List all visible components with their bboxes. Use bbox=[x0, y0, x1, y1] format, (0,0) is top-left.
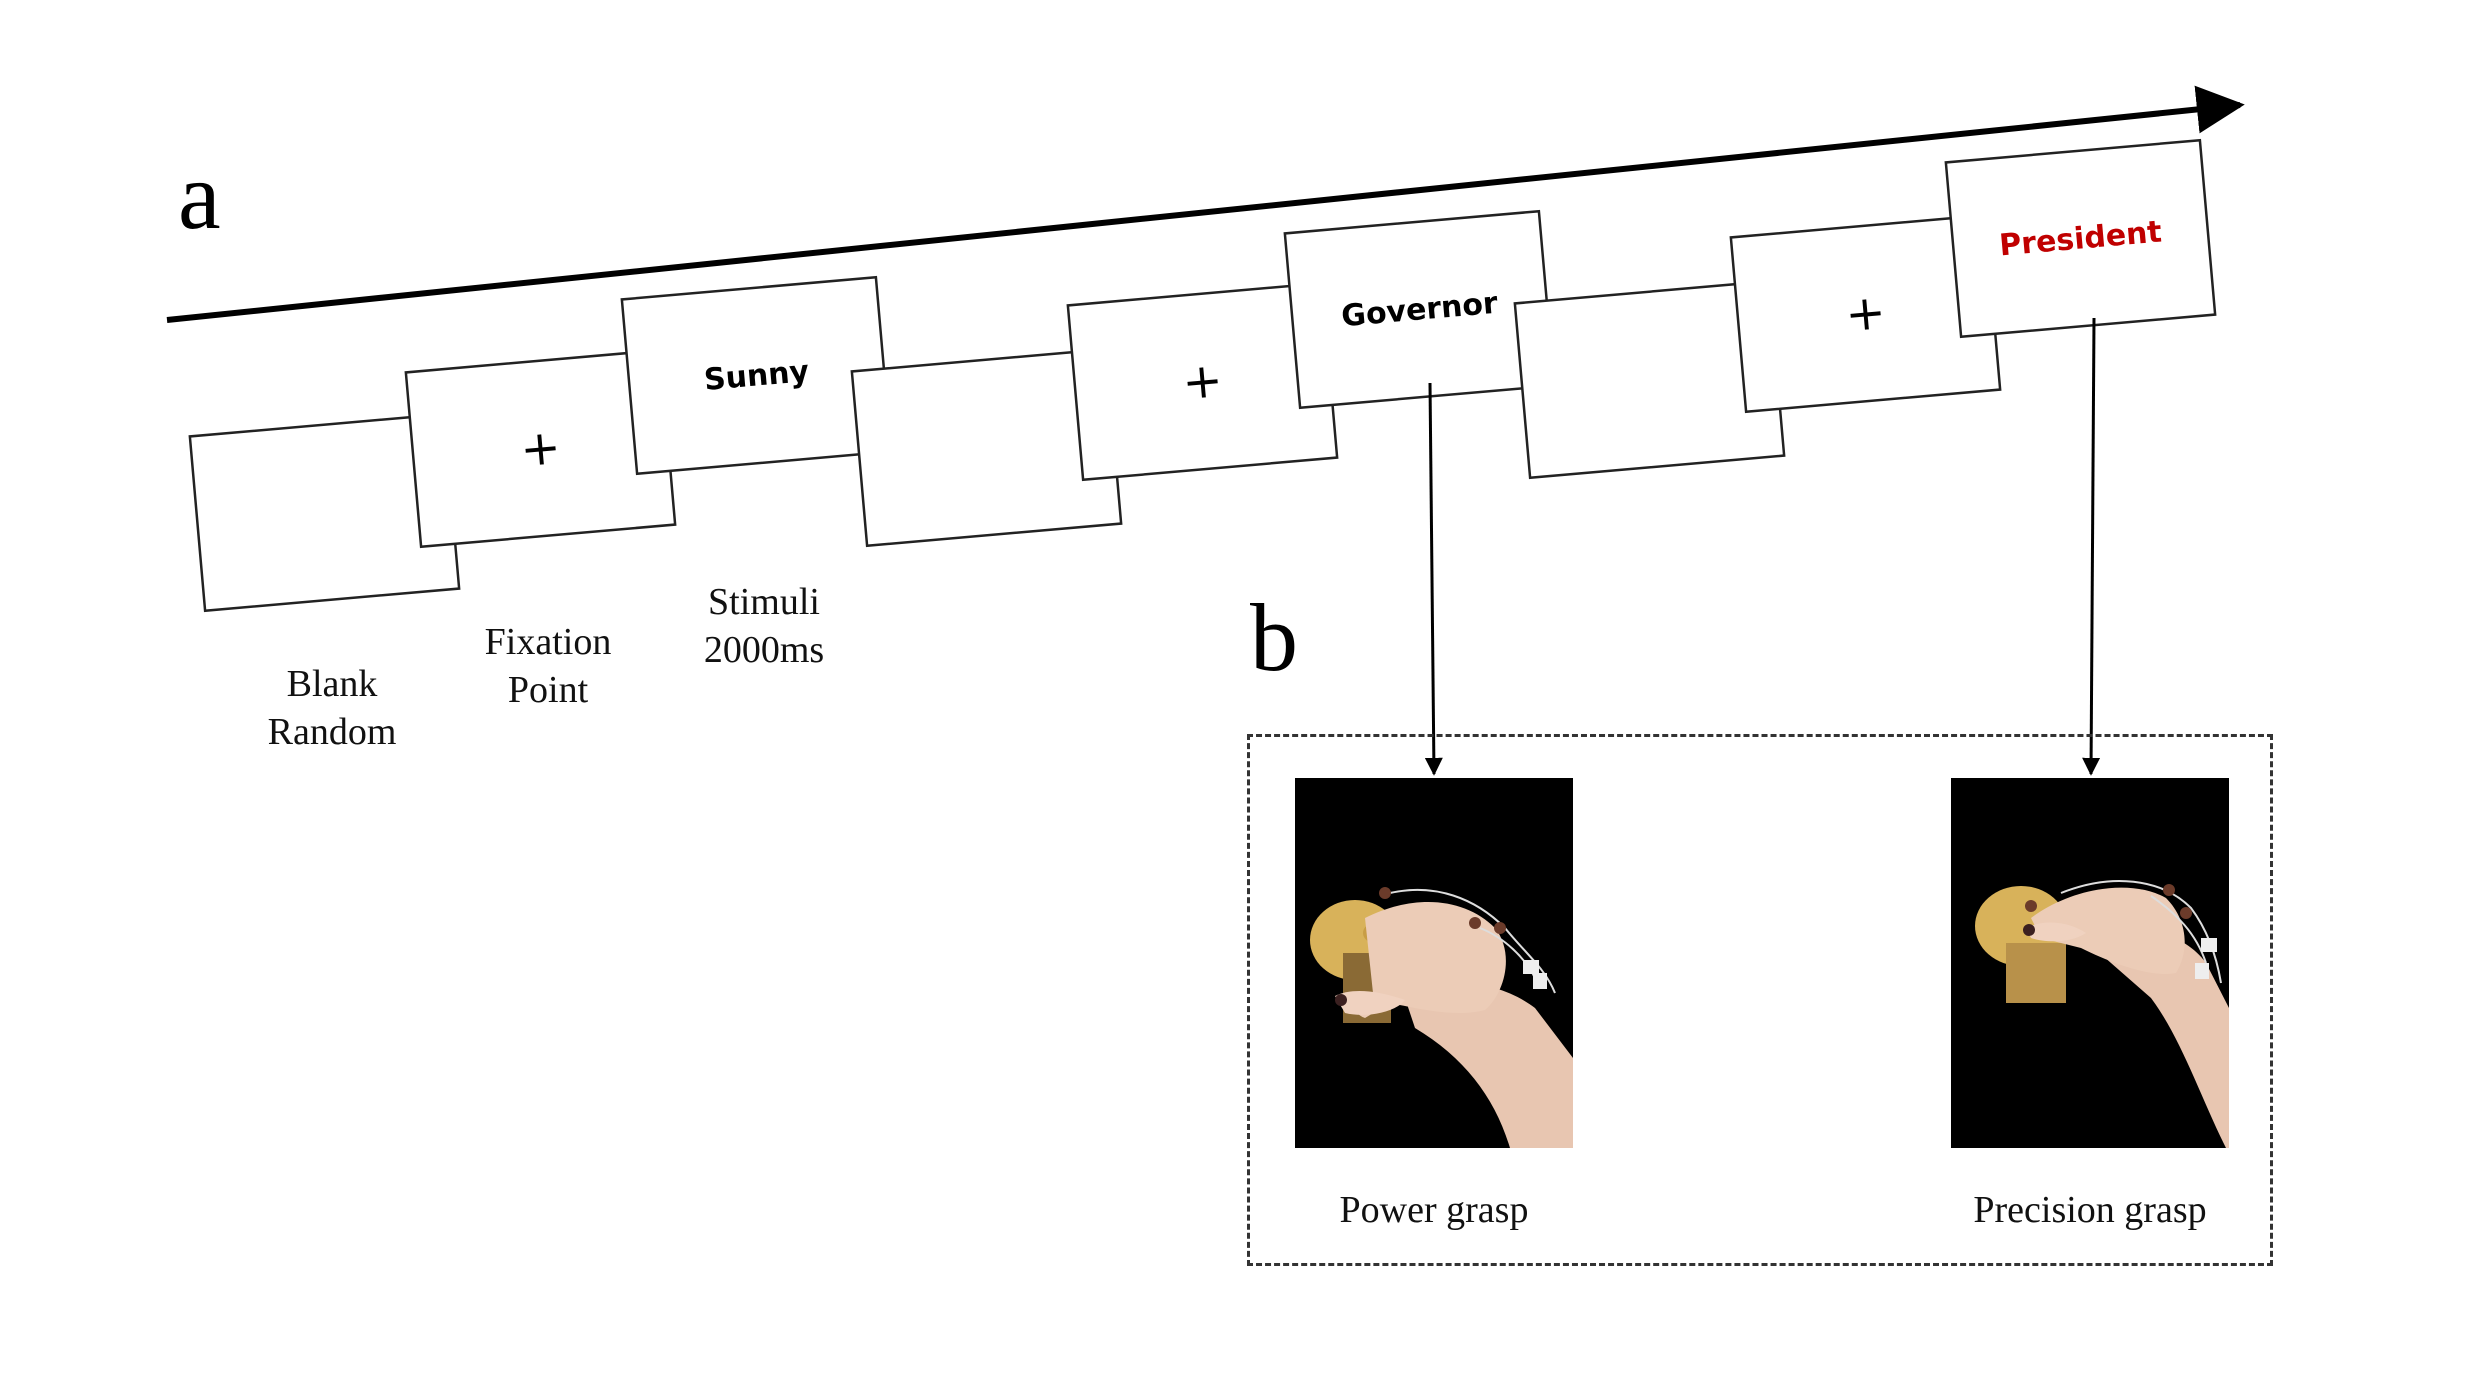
power-grasp-photo bbox=[1295, 778, 1573, 1148]
caption-fixation: Fixation Point bbox=[484, 621, 612, 711]
caption-power-grasp: Power grasp bbox=[1339, 1189, 1529, 1231]
stimulus-frame-1: Sunny bbox=[620, 275, 893, 476]
fixation-frame-3: + bbox=[1729, 213, 2002, 414]
grasp-panel bbox=[1247, 734, 2273, 1266]
caption-stimuli: Stimuli 2000ms bbox=[703, 581, 825, 671]
president-to-precision-arrow bbox=[2082, 317, 2101, 776]
fixation-frame-2-text: + bbox=[1180, 352, 1225, 411]
stimulus-frame-2: Governor bbox=[1283, 209, 1556, 410]
panel-label-a: a bbox=[178, 142, 221, 249]
precision-grasp-illustration bbox=[1951, 778, 2229, 1148]
fixation-frame-2: + bbox=[1066, 281, 1339, 482]
time-arrow bbox=[166, 85, 2245, 323]
fixation-frame-1-text: + bbox=[518, 419, 563, 478]
frames-layer: + Sunny + Governor + President bbox=[188, 138, 2217, 613]
governor-to-power-arrow bbox=[1424, 382, 1443, 776]
caption-blank: Blank Random bbox=[267, 663, 397, 753]
stimulus-frame-2-border bbox=[1283, 209, 1556, 410]
fixation-frame-3-text: + bbox=[1843, 284, 1888, 343]
power-grasp-illustration bbox=[1295, 778, 1573, 1148]
stimulus-frame-1-border bbox=[620, 275, 893, 476]
stimulus-frame-3: President bbox=[1944, 138, 2217, 339]
panel-label-b: b bbox=[1250, 584, 1298, 691]
stimulus-frame-3-border bbox=[1944, 138, 2217, 339]
caption-precision-grasp: Precision grasp bbox=[1973, 1189, 2207, 1231]
precision-grasp-photo bbox=[1951, 778, 2229, 1148]
